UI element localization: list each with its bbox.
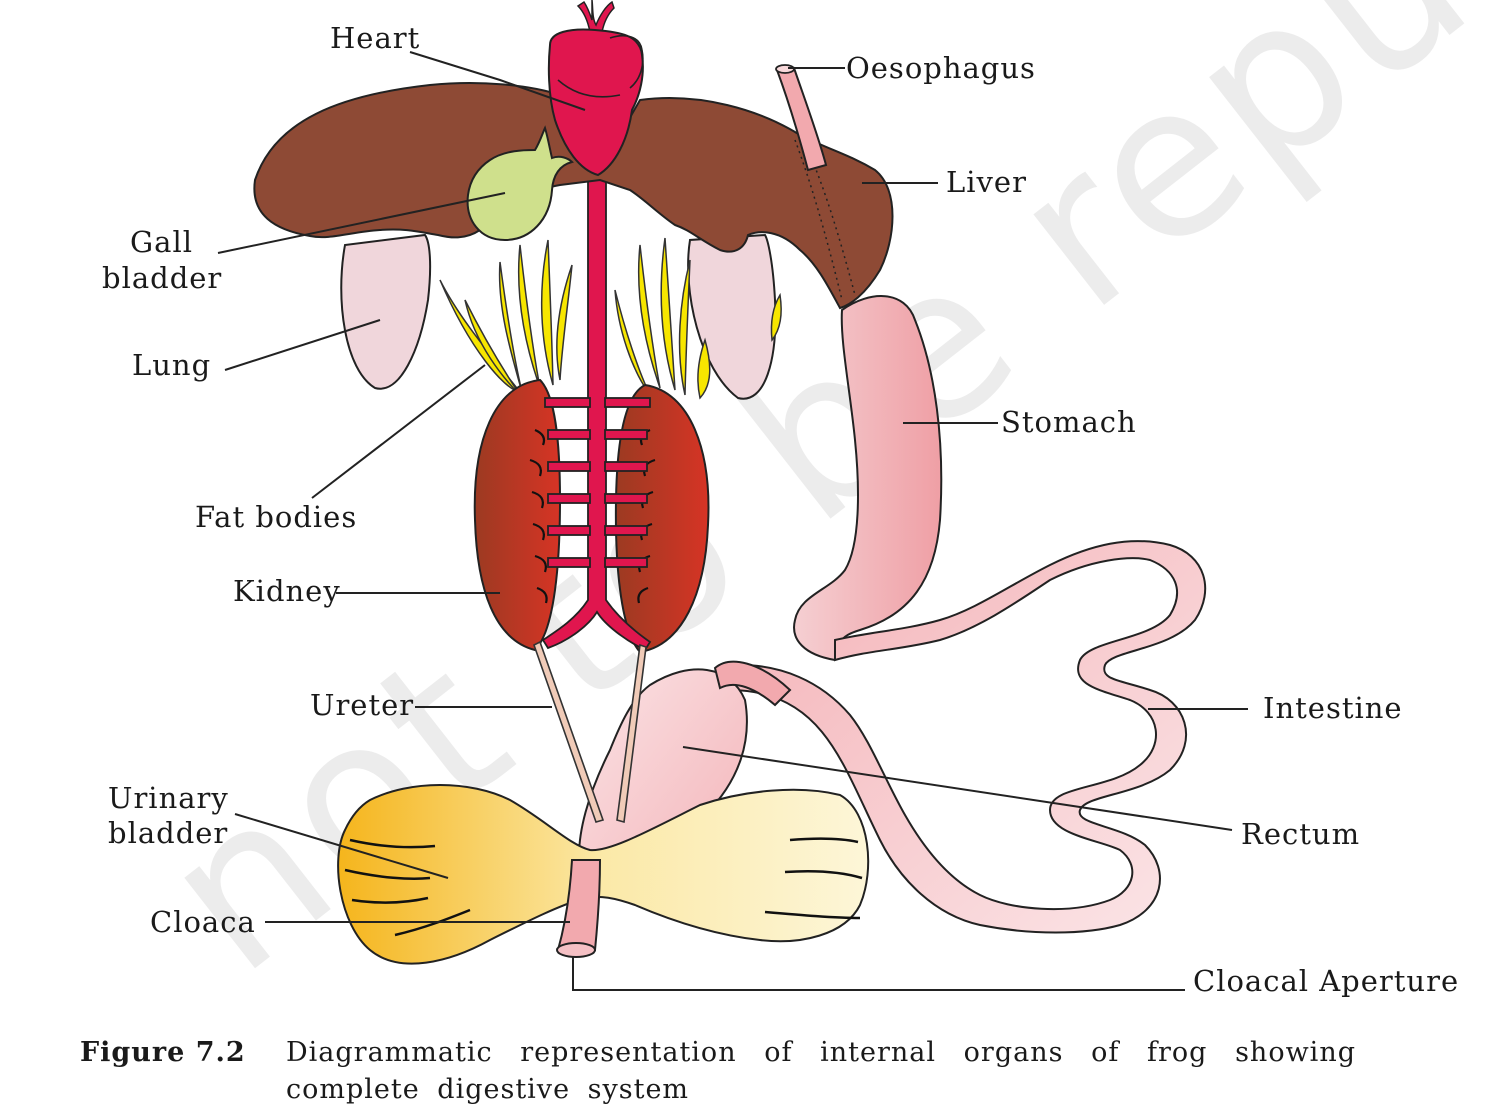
figure-caption-text: Diagrammatic representation of internal … [286,1037,1356,1105]
cloacal-aperture-opening [556,942,596,958]
label-cloaca: Cloaca [150,905,256,939]
label-urinary-bladder-2: bladder [108,816,228,850]
label-oesophagus: Oesophagus [846,51,1036,85]
gall-bladder [466,125,574,242]
label-liver: Liver [946,165,1027,199]
label-gall-bladder-2: bladder [102,261,222,295]
label-heart: Heart [330,21,420,55]
fat-bodies [439,237,782,400]
label-kidney: Kidney [233,574,341,608]
rectum-tube [713,660,792,707]
liver-dotted-line-2 [799,131,856,296]
bladder-folds [344,837,863,937]
urinary-bladder [337,784,870,965]
figure-number: Figure 7.2 [80,1037,246,1068]
label-intestine: Intestine [1263,691,1403,725]
label-rectum: Rectum [1241,817,1360,851]
oesophagus [775,66,828,172]
label-lung: Lung [132,348,211,382]
label-ureter: Ureter [310,688,414,722]
label-fat-bodies: Fat bodies [195,500,357,534]
lung-left [340,233,432,390]
liver-dotted-line [794,139,843,301]
label-cloacal-aperture: Cloacal Aperture [1193,964,1459,998]
ureters [533,640,647,824]
lung-right [687,233,777,400]
leader-lines [217,51,1248,991]
label-gall-bladder-1: Gall [130,225,193,259]
labels: Heart Oesophagus Liver Gall bladder Lung… [102,21,1459,998]
heart [547,0,644,177]
frog-organs-diagram: not to be republished © NCERT [102,0,1500,1019]
label-urinary-bladder-1: Urinary [108,781,229,815]
blood-vessels [541,179,652,652]
label-stomach: Stomach [1001,405,1137,439]
kidney-left [473,378,562,652]
